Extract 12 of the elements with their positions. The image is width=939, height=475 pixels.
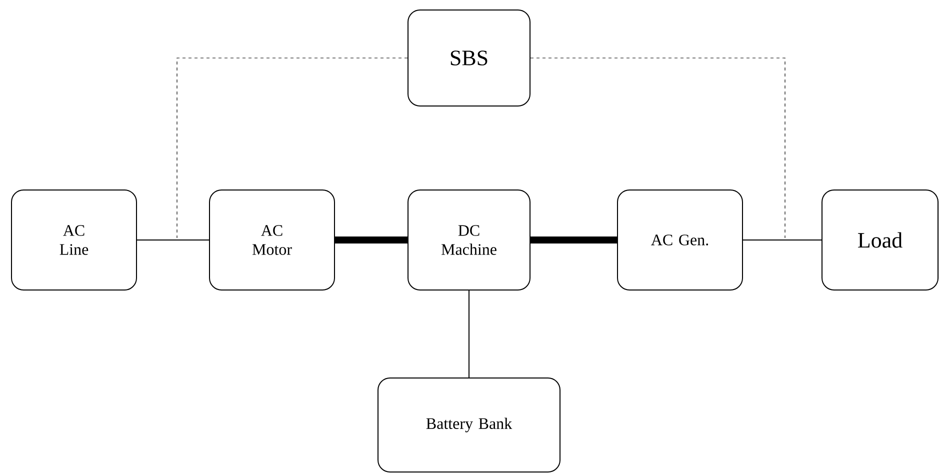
block-box: AC Gen. (617, 190, 743, 290)
block-box: SBS (408, 10, 530, 106)
block-box: Load (822, 190, 938, 290)
connector-line (468, 290, 470, 378)
block-box: DC Machine (408, 190, 530, 290)
block-box: AC Line (11, 190, 137, 290)
connector-line (176, 58, 408, 238)
connector-line (530, 236, 617, 244)
connector-line (335, 236, 408, 244)
connector-line (530, 58, 786, 238)
block-box: Battery Bank (378, 378, 560, 472)
block-box: AC Motor (209, 190, 335, 290)
